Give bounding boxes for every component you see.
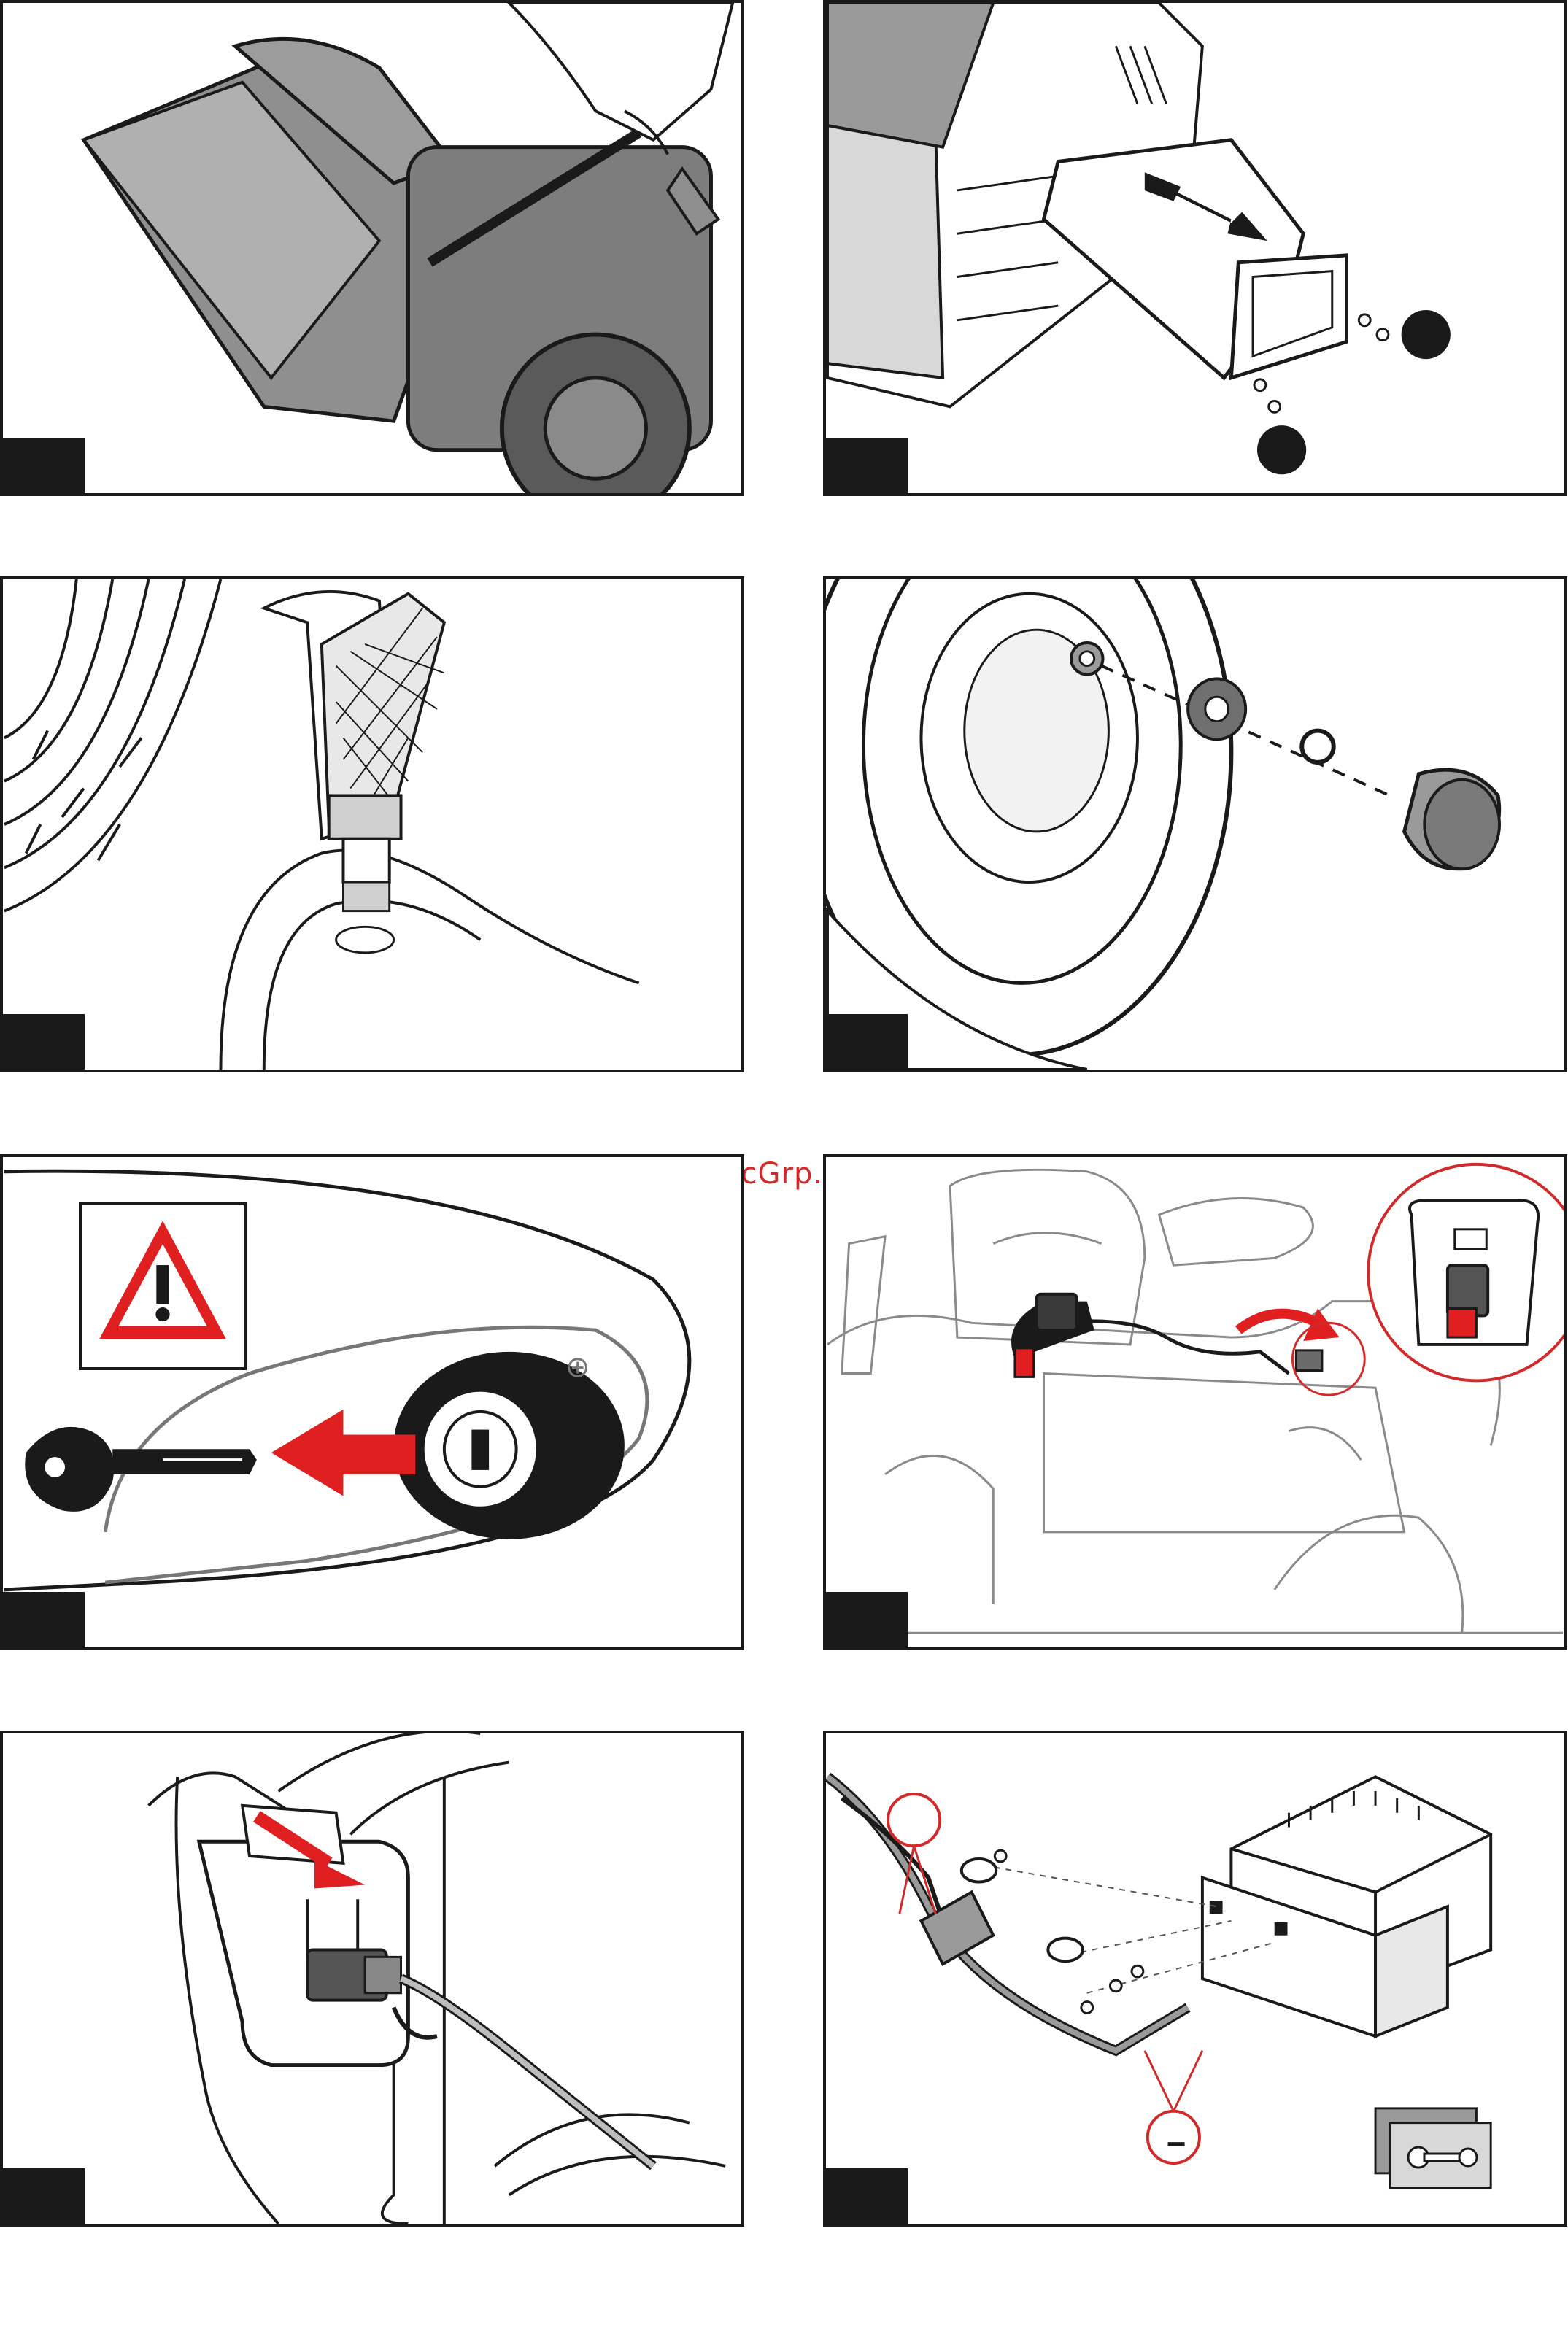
panel-grass-catcher: [0, 0, 744, 496]
step-badge: [3, 1592, 85, 1647]
step-badge: [3, 1014, 85, 1070]
panel-discharge-chute: [823, 0, 1567, 496]
battery-connector-illustration: [826, 1157, 1564, 1647]
panel-wheel-cap: [823, 576, 1567, 1072]
step-badge: [826, 1592, 908, 1647]
warning-triangle-icon: [79, 1202, 247, 1370]
step-badge: [3, 438, 85, 493]
panel-water-hose: [0, 576, 744, 1072]
step-badge: [826, 2168, 908, 2224]
water-hose-connector-illustration: [3, 579, 741, 1070]
wrench-icon: [1402, 2132, 1483, 2183]
wheel-cap-illustration: [826, 579, 1564, 1070]
panel-ignition-key: [0, 1154, 744, 1650]
panel-battery-terminal: −: [823, 1731, 1567, 2227]
panel-power-plug: [0, 1731, 744, 2227]
minus-callout: −: [1150, 2117, 1202, 2170]
discharge-chute-illustration: [826, 3, 1564, 493]
power-plug-illustration: [3, 1733, 741, 2224]
panel-battery-connector: [823, 1154, 1567, 1650]
step-badge: [826, 1014, 908, 1070]
grass-catcher-illustration: [3, 3, 741, 493]
step-badge: [826, 438, 908, 493]
step-badge: [3, 2168, 85, 2224]
